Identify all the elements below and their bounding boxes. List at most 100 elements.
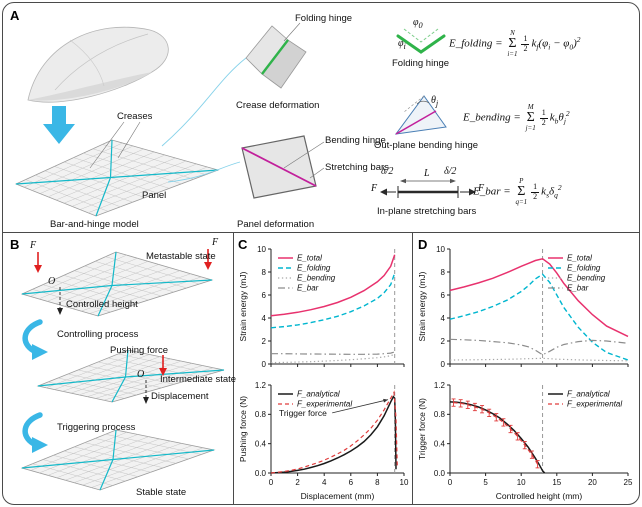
svg-text:6: 6	[262, 291, 267, 300]
folding-hinge-top-label: Folding hinge	[295, 13, 353, 24]
panel-a-label: A	[10, 8, 20, 23]
panel-deformation-label: Panel deformation	[237, 219, 315, 230]
folded-sheet-drawing	[27, 26, 169, 103]
svg-text:E_total: E_total	[297, 254, 322, 263]
divider-horizontal	[3, 232, 639, 233]
svg-text:8: 8	[375, 478, 380, 487]
svg-text:0.4: 0.4	[434, 439, 446, 448]
svg-text:2: 2	[295, 478, 300, 487]
series-E_bending	[449, 357, 629, 362]
svg-text:Pushing force (N): Pushing force (N)	[238, 396, 248, 462]
svg-text:E_folding: E_folding	[567, 264, 601, 273]
svg-text:20: 20	[588, 478, 597, 487]
panel-d-label: D	[418, 237, 428, 252]
svg-text:Controlled height (mm): Controlled height (mm)	[496, 491, 583, 501]
creases-label: Creases	[117, 111, 153, 122]
big-down-arrow	[43, 106, 75, 144]
series-E_folding	[449, 273, 629, 361]
connector-panel	[167, 161, 241, 183]
svg-text:8: 8	[262, 268, 267, 277]
phi0-symbol: φ0	[413, 17, 423, 30]
bending-hinge-label: Bending hinge	[325, 135, 386, 146]
crease-deformation-drawing	[245, 22, 307, 89]
creases-pointer-line-2	[117, 121, 141, 159]
svg-text:6: 6	[441, 291, 446, 300]
svg-text:F_analytical: F_analytical	[567, 390, 610, 399]
svg-text:Displacement (mm): Displacement (mm)	[301, 491, 375, 501]
svg-text:0.8: 0.8	[434, 410, 446, 419]
series-F_analytical	[449, 401, 546, 474]
series-E_bar	[271, 351, 395, 355]
svg-text:10: 10	[517, 478, 526, 487]
divider-vertical-cd	[412, 232, 413, 504]
panel-label: Panel	[142, 190, 167, 201]
metastable-state-label: Metastable state	[146, 251, 216, 262]
panel-c-label: C	[238, 237, 248, 252]
force-right-label: F	[478, 183, 485, 194]
svg-text:Strain energy (mJ): Strain energy (mJ)	[417, 271, 427, 341]
stable-state-label: Stable state	[136, 487, 187, 498]
folding-hinge-line	[261, 39, 289, 75]
svg-text:E_bar: E_bar	[567, 284, 589, 293]
svg-text:E_bending: E_bending	[567, 274, 606, 283]
svg-text:0: 0	[262, 360, 267, 369]
svg-text:1.2: 1.2	[255, 381, 267, 390]
svg-text:15: 15	[552, 478, 561, 487]
svg-text:4: 4	[262, 314, 267, 323]
pushing-force-label: Pushing force	[110, 345, 169, 356]
svg-text:2: 2	[262, 337, 267, 346]
series-F_analytical	[270, 395, 397, 474]
svg-text:5: 5	[483, 478, 488, 487]
thetaj-symbol: θj	[431, 95, 439, 108]
svg-text:2: 2	[441, 337, 446, 346]
svg-text:E_bar: E_bar	[297, 284, 319, 293]
svg-text:0: 0	[269, 478, 274, 487]
svg-text:0.0: 0.0	[255, 469, 267, 478]
svg-text:25: 25	[624, 478, 633, 487]
series-E_total	[449, 257, 629, 338]
panel-b-label: B	[10, 237, 20, 252]
out-plane-bending-hinge-label: Out-plane bending hinge	[374, 140, 479, 151]
svg-text:4: 4	[322, 478, 327, 487]
force-arrows	[34, 249, 212, 376]
svg-text:F_experimental: F_experimental	[297, 400, 352, 409]
delta-half-left-label: δ/2	[381, 166, 394, 177]
svg-text:0: 0	[441, 360, 446, 369]
stretching-bars-label: Stretching bars	[325, 162, 389, 173]
metastable-mesh-drawing	[20, 251, 214, 317]
svg-text:F_experimental: F_experimental	[567, 400, 622, 409]
bar-and-hinge-mesh-drawing	[14, 139, 220, 217]
svg-text:4: 4	[441, 314, 446, 323]
bending-hinge-line	[241, 147, 317, 187]
bar-length-label: L	[424, 168, 430, 179]
series-E_bending	[270, 353, 395, 364]
series-F_experimental	[453, 402, 539, 465]
folding-hinge-diagram	[396, 28, 446, 54]
series-E_total	[270, 254, 396, 317]
series-F_experimental	[270, 390, 398, 474]
svg-text:0.4: 0.4	[255, 439, 267, 448]
phii-symbol: φi	[398, 38, 406, 51]
svg-text:Strain energy (mJ): Strain energy (mJ)	[238, 271, 248, 341]
annotation-text: Trigger force	[279, 408, 327, 418]
svg-text:1.2: 1.2	[434, 381, 446, 390]
triggering-process-label: Triggering process	[57, 422, 136, 433]
svg-text:10: 10	[257, 245, 266, 254]
svg-text:F_analytical: F_analytical	[297, 390, 340, 399]
measure-arrows	[57, 287, 149, 404]
origin-label-2: O	[137, 369, 145, 380]
in-plane-stretching-bars-label: In-plane stretching bars	[377, 206, 477, 217]
origin-label-1: O	[48, 276, 56, 287]
controlling-process-arrow	[22, 319, 43, 354]
force-label-left: F	[30, 240, 37, 251]
